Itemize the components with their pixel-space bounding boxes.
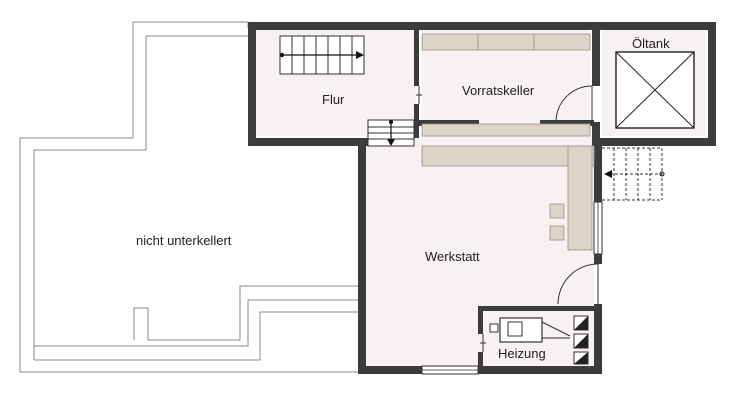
- room-label-flur: Flur: [322, 92, 345, 107]
- door-vorratskeller: [555, 85, 593, 123]
- room-label-oeltank: Öltank: [632, 36, 670, 51]
- shelving-vorratskeller: [421, 33, 591, 137]
- room-label-werkstatt: Werkstatt: [425, 249, 480, 264]
- staircase-small: [367, 119, 415, 147]
- room-label-nicht-unterkellert: nicht unterkellert: [136, 233, 232, 248]
- exterior-stairs: [602, 147, 665, 201]
- room-label-vorratskeller: Vorratskeller: [462, 83, 535, 98]
- workbench: [421, 145, 595, 251]
- oeltank-tank: [615, 51, 695, 129]
- window-werkstatt-right: [593, 201, 603, 255]
- staircase-flur: [279, 35, 365, 75]
- heizung-tanks: [573, 315, 589, 365]
- walls: [248, 22, 716, 374]
- room-label-heizung: Heizung: [498, 346, 546, 361]
- door-flur: [416, 86, 422, 104]
- door-werkstatt: [557, 263, 599, 305]
- window-bottom: [421, 365, 479, 375]
